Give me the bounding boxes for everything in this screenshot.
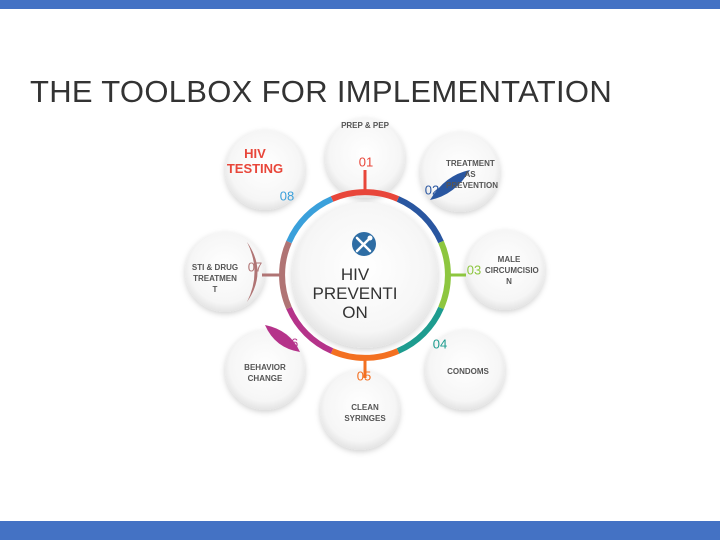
- ring-segment-07: [279, 240, 292, 310]
- center-line-3: ON: [342, 303, 368, 322]
- bottom-accent-bar: [0, 521, 720, 540]
- ring-segment-02: [396, 196, 444, 244]
- item-label-prep-pep: PREP & PEP: [341, 121, 389, 130]
- petal-07: [247, 242, 258, 302]
- item-number-08: 08: [279, 188, 295, 204]
- ring-segment-03: [438, 240, 451, 310]
- page-title: THE TOOLBOX FOR IMPLEMENTATION: [30, 74, 613, 109]
- item-number-02: 02: [424, 182, 440, 198]
- tools-icon: [352, 232, 376, 256]
- item-number-01: 01: [358, 154, 374, 170]
- disc-clean-syringes: [320, 370, 400, 450]
- item-label-sti-drug-treatment: STI & DRUG TREATMEN T: [191, 263, 239, 294]
- item-number-06: 06: [283, 335, 299, 351]
- petal-02: [430, 170, 470, 200]
- disc-male-circumcision: [465, 230, 545, 310]
- disc-condoms: [425, 330, 505, 410]
- item-label-treatment-as-prevention: TREATMENT AS PREVENTION: [446, 159, 499, 190]
- ring-segment-04: [396, 306, 444, 354]
- item-number-03: 03: [466, 262, 482, 278]
- ring-segment-06: [286, 306, 334, 354]
- item-label-condoms: CONDOMS: [447, 367, 489, 376]
- item-label-male-circumcision: MALE CIRCUMCISIO N: [485, 255, 539, 286]
- item-label-behavior-change: BEHAVIOR CHANGE: [244, 363, 286, 383]
- center-line-1: HIV: [340, 265, 370, 284]
- item-number-04: 04: [432, 336, 448, 352]
- item-label-clean-syringes: CLEAN SYRINGES: [344, 403, 386, 423]
- disc-behavior-change: [225, 330, 305, 410]
- item-number-07: 07: [247, 259, 263, 275]
- ring-segment-05: [330, 348, 400, 361]
- petal-06: [265, 325, 300, 352]
- item-label-hiv-testing: HIV TESTING: [226, 146, 284, 176]
- top-accent-bar: [0, 0, 720, 9]
- center-disc: [292, 202, 438, 348]
- disc-hiv-testing: [225, 130, 305, 210]
- disc-sti-drug-treatment: [185, 232, 265, 312]
- center-label: HIV PREVENTI ON: [310, 265, 400, 322]
- item-number-05: 05: [356, 368, 372, 384]
- disc-prep-pep: [325, 118, 405, 198]
- center-line-2: PREVENTI: [312, 284, 398, 303]
- ring-segment-08: [286, 196, 334, 244]
